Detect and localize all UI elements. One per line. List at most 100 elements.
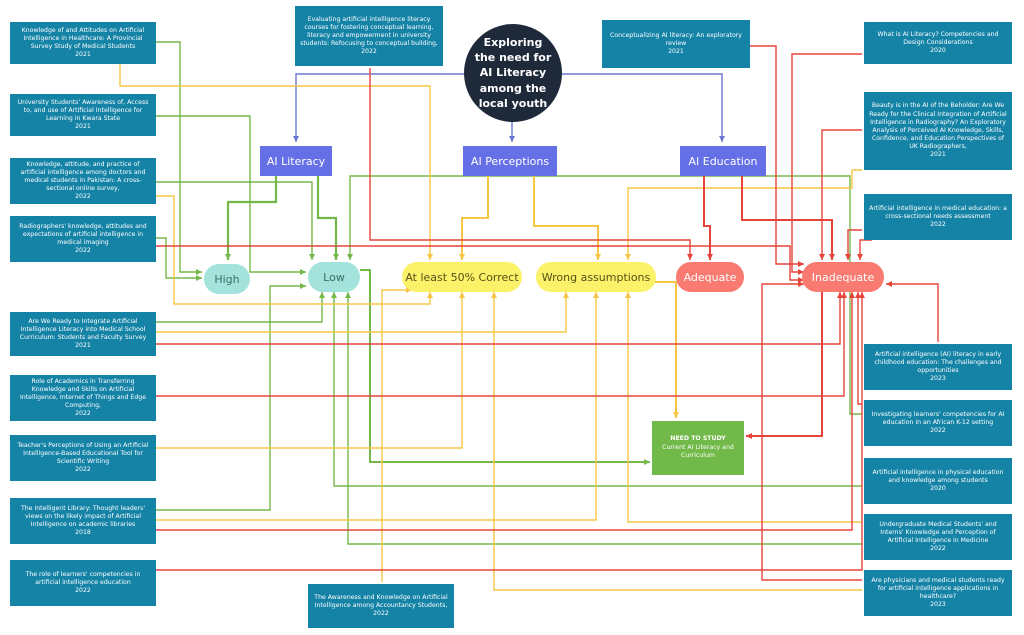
category-ai-perceptions-label: AI Perceptions <box>470 154 550 168</box>
link-s6-inadequate <box>156 292 847 397</box>
source-s10-year: 2022 <box>361 48 377 56</box>
category-ai-literacy-label: AI Literacy <box>266 154 326 168</box>
source-s19-year: 2023 <box>930 601 946 609</box>
link-literacy-high <box>225 176 278 260</box>
link-s16-low <box>347 175 862 415</box>
source-s9-year: 2022 <box>75 587 91 595</box>
source-s19[interactable]: Are physicians and medical students read… <box>864 570 1012 616</box>
source-s5-year: 2021 <box>75 342 91 350</box>
link-s18-wrong <box>625 292 862 523</box>
category-ai-perceptions[interactable]: AI Perceptions <box>463 146 557 176</box>
outcome-low-label: Low <box>323 270 345 284</box>
link-literacy-low <box>316 176 339 260</box>
link-s2-low <box>156 115 306 275</box>
link-s19-correct <box>491 292 862 591</box>
link-s19-inadequate <box>761 281 862 581</box>
outcome-high[interactable]: High <box>204 264 250 294</box>
source-s5[interactable]: Are We Ready to Integrate Artificial Int… <box>10 312 156 356</box>
source-s9[interactable]: The role of learners' competencies in ar… <box>10 560 156 606</box>
source-s9-title: The role of learners' competencies in ar… <box>25 570 141 586</box>
outcome-adequate-label: Adequate <box>683 270 737 284</box>
source-s14-year: 2022 <box>930 221 946 229</box>
link-s4-inadequate <box>156 245 804 283</box>
source-s15-title: Artificial intelligence (AI) literacy in… <box>874 350 1002 374</box>
source-s12-title: What is AI Literacy? Competencies and De… <box>877 30 999 46</box>
link-wrong-need <box>644 281 679 418</box>
link-s18-low <box>345 292 862 545</box>
source-s4-year: 2022 <box>75 247 91 255</box>
link-s7-correct <box>156 292 465 449</box>
source-s18[interactable]: Undergraduate Medical Students' and Inte… <box>864 514 1012 560</box>
source-s13[interactable]: Beauty is in the AI of the Beholder: Are… <box>864 92 1012 170</box>
source-s14-title: Artificial intelligence in medical educa… <box>869 204 1007 220</box>
link-education-adequate <box>703 176 713 260</box>
central-topic-title: Exploring the need for AI Literacy among… <box>474 35 552 111</box>
source-s3[interactable]: Knowledge, attitude, and practice of art… <box>10 158 156 204</box>
source-s10-title: Evaluating artificial intelligence liter… <box>300 15 438 48</box>
source-s4[interactable]: Radiographers' knowledge, attitudes and … <box>10 216 156 262</box>
link-central-education <box>560 73 725 142</box>
outcome-high-label: High <box>214 272 240 286</box>
source-s17-year: 2020 <box>930 485 946 493</box>
source-s16[interactable]: Investigating learners' competencies for… <box>864 400 1012 446</box>
outcome-correct[interactable]: At least 50% Correct <box>402 262 522 292</box>
source-s2-title: University Students' Awareness of, Acces… <box>17 98 149 122</box>
outcome-correct-label: At least 50% Correct <box>405 270 519 284</box>
link-education-inadequate <box>741 176 835 260</box>
source-s7[interactable]: Teacher's Perceptions of Using an Artifi… <box>10 435 156 481</box>
source-s6-year: 2022 <box>75 410 91 418</box>
source-s17[interactable]: Artificial intelligence in physical educ… <box>864 458 1012 504</box>
source-s8[interactable]: The Intelligent Library: Thought leaders… <box>10 498 156 544</box>
link-s4-high <box>156 237 202 281</box>
category-ai-literacy[interactable]: AI Literacy <box>260 146 332 176</box>
source-s1-year: 2021 <box>75 51 91 59</box>
outcome-low[interactable]: Low <box>308 262 360 292</box>
link-s3-correct <box>156 195 433 305</box>
outcome-wrong-label: Wrong assumptions <box>541 270 651 284</box>
source-s12-year: 2020 <box>930 47 946 55</box>
source-s6-title: Role of Academics in Transferring Knowle… <box>19 377 147 410</box>
link-s9-inadequate <box>156 292 865 571</box>
source-s8-title: The Intelligent Library: Thought leaders… <box>20 504 146 528</box>
source-s2[interactable]: University Students' Awareness of, Acces… <box>10 94 156 136</box>
link-s8-wrong <box>156 292 599 521</box>
source-s15[interactable]: Artificial intelligence (AI) literacy in… <box>864 344 1012 390</box>
source-s11-title: Conceptualizing AI literacy: An explorat… <box>610 31 742 47</box>
link-inadequate-need <box>746 292 823 439</box>
link-s13-wrong <box>625 169 862 260</box>
source-s11[interactable]: Conceptualizing AI literacy: An explorat… <box>602 20 750 68</box>
outcome-adequate[interactable]: Adequate <box>676 262 744 292</box>
link-s12-inadequate <box>791 53 862 275</box>
link-s5-low <box>156 292 325 323</box>
source-s13-title: Beauty is in the AI of the Beholder: Are… <box>869 102 1007 151</box>
need-to-study-box[interactable]: NEED TO STUDY Current AI Literacy and Cu… <box>652 421 744 475</box>
link-s1-high <box>156 41 202 275</box>
source-s12[interactable]: What is AI Literacy? Competencies and De… <box>864 22 1012 64</box>
source-s4-title: Radiographers' knowledge, attitudes and … <box>19 222 147 246</box>
outcome-inadequate[interactable]: Inadequate <box>802 262 884 292</box>
link-s8-inadequate <box>156 292 855 531</box>
source-s1[interactable]: Knowledge of and Attitudes on Artificial… <box>10 22 156 64</box>
link-s16-inadequate <box>855 292 862 405</box>
link-s15-inadequate <box>886 281 939 342</box>
category-ai-education-label: AI Education <box>688 154 758 168</box>
source-s8-year: 2018 <box>75 529 91 537</box>
need-to-study-subtitle: Current AI Literacy and Curriculum <box>662 443 734 460</box>
source-s14[interactable]: Artificial intelligence in medical educa… <box>864 194 1012 240</box>
source-s20[interactable]: The Awareness and Knowledge on Artificia… <box>308 584 454 628</box>
category-ai-education[interactable]: AI Education <box>680 146 766 176</box>
source-s10[interactable]: Evaluating artificial intelligence liter… <box>295 6 443 66</box>
link-s14b-inadequate <box>857 239 872 260</box>
source-s16-year: 2022 <box>930 427 946 435</box>
link-s1-correct <box>119 62 433 260</box>
source-s3-title: Knowledge, attitude, and practice of art… <box>20 160 146 193</box>
link-s3-low <box>156 181 315 260</box>
source-s6[interactable]: Role of Academics in Transferring Knowle… <box>10 375 156 421</box>
outcome-wrong[interactable]: Wrong assumptions <box>536 262 656 292</box>
source-s17-title: Artificial intelligence in physical educ… <box>872 468 1004 484</box>
link-s20-correct <box>381 287 412 582</box>
source-s5-title: Are We Ready to Integrate Artificial Int… <box>19 317 147 341</box>
source-s7-year: 2022 <box>75 466 91 474</box>
need-to-study-title: NEED TO STUDY <box>670 435 726 443</box>
